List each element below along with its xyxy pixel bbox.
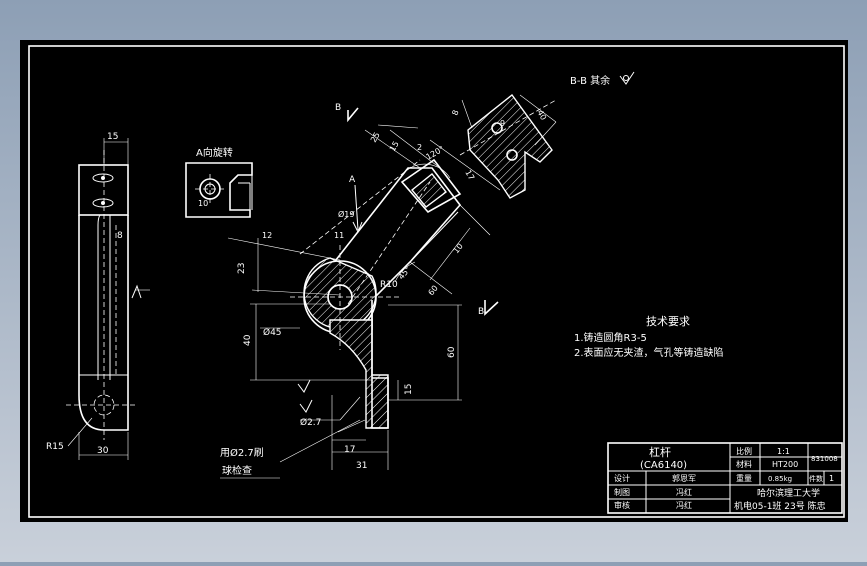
dim-dia2-7: Ø2.7 xyxy=(300,417,321,428)
reviewer-label: 审核 xyxy=(614,500,630,510)
count-label: 件数 xyxy=(809,474,823,483)
section-arrow-b-top: B xyxy=(335,103,341,113)
section-b-b xyxy=(459,93,557,199)
view-a-label: A向旋转 xyxy=(196,146,233,159)
dim-40-section: 40 xyxy=(535,109,548,122)
main-view xyxy=(220,71,635,479)
dim-15-main: 15 xyxy=(404,384,414,395)
drafter-label: 制图 xyxy=(614,487,630,497)
title-block xyxy=(607,442,843,514)
section-b-b-label: B-B 其余 xyxy=(570,74,610,87)
dim-15-side: 15 xyxy=(107,132,118,142)
drawing-frame xyxy=(28,45,845,518)
tech-title: 技术要求 xyxy=(646,315,690,328)
paper-background xyxy=(20,40,848,522)
dim-23: 23 xyxy=(237,263,247,274)
dim-15-arm: 15 xyxy=(388,140,401,153)
designer-name: 郭恩军 xyxy=(672,473,696,483)
weight-value: 0.85kg xyxy=(768,475,792,483)
dim-10: 10 xyxy=(198,199,208,208)
reviewer-name: 冯红 xyxy=(676,500,692,510)
machine-name: (CA6140) xyxy=(640,460,687,471)
material-label: 材料 xyxy=(736,459,752,469)
school-name: 哈尔滨理工大学 xyxy=(757,487,820,499)
tech-line-1: 1.铸造圆角R3-5 xyxy=(574,331,647,344)
dim-8-section: 8 xyxy=(450,109,460,117)
designer-label: 设计 xyxy=(614,473,630,483)
class-info: 机电05-1班 23号 陈忠 xyxy=(734,500,826,512)
dim-60: 60 xyxy=(447,346,457,358)
weight-label: 重量 xyxy=(736,473,752,483)
note-ball-check: 球检查 xyxy=(222,464,252,477)
dim-2: 2 xyxy=(417,143,422,152)
note-drill: 用Ø2.7刷 xyxy=(220,447,264,459)
dim-11: 11 xyxy=(334,231,344,240)
dim-r15: R15 xyxy=(46,442,64,452)
tech-line-2: 2.表面应无夹渣，气孔等铸造缺陷 xyxy=(574,346,724,359)
dim-8-side: 8 xyxy=(117,231,123,241)
side-view xyxy=(66,138,150,460)
dim-17-arm: 17 xyxy=(463,169,476,182)
dim-dia19: Ø19 xyxy=(338,209,354,219)
view-a xyxy=(185,162,253,218)
dim-17: 17 xyxy=(344,445,355,455)
dim-30-side: 30 xyxy=(97,446,109,456)
drafter-name: 冯红 xyxy=(676,487,692,497)
drawing-number: 831008 xyxy=(811,455,838,463)
count-value: 1 xyxy=(829,474,834,483)
dim-dia45: Ø45 xyxy=(263,327,282,338)
material-value: HT200 xyxy=(772,460,798,469)
dim-40: 40 xyxy=(243,334,253,346)
dim-9: 9 xyxy=(500,119,505,128)
scale-value: 1:1 xyxy=(777,447,790,456)
dim-r10: R10 xyxy=(380,280,398,290)
part-name: 杠杆 xyxy=(649,445,671,459)
dim-25: 25 xyxy=(369,131,382,144)
dim-12: 12 xyxy=(262,231,272,240)
view-arrow-a: A xyxy=(349,175,356,185)
section-arrow-b-bottom: B xyxy=(478,307,484,317)
scale-label: 比例 xyxy=(736,446,752,456)
dim-31: 31 xyxy=(356,461,367,471)
